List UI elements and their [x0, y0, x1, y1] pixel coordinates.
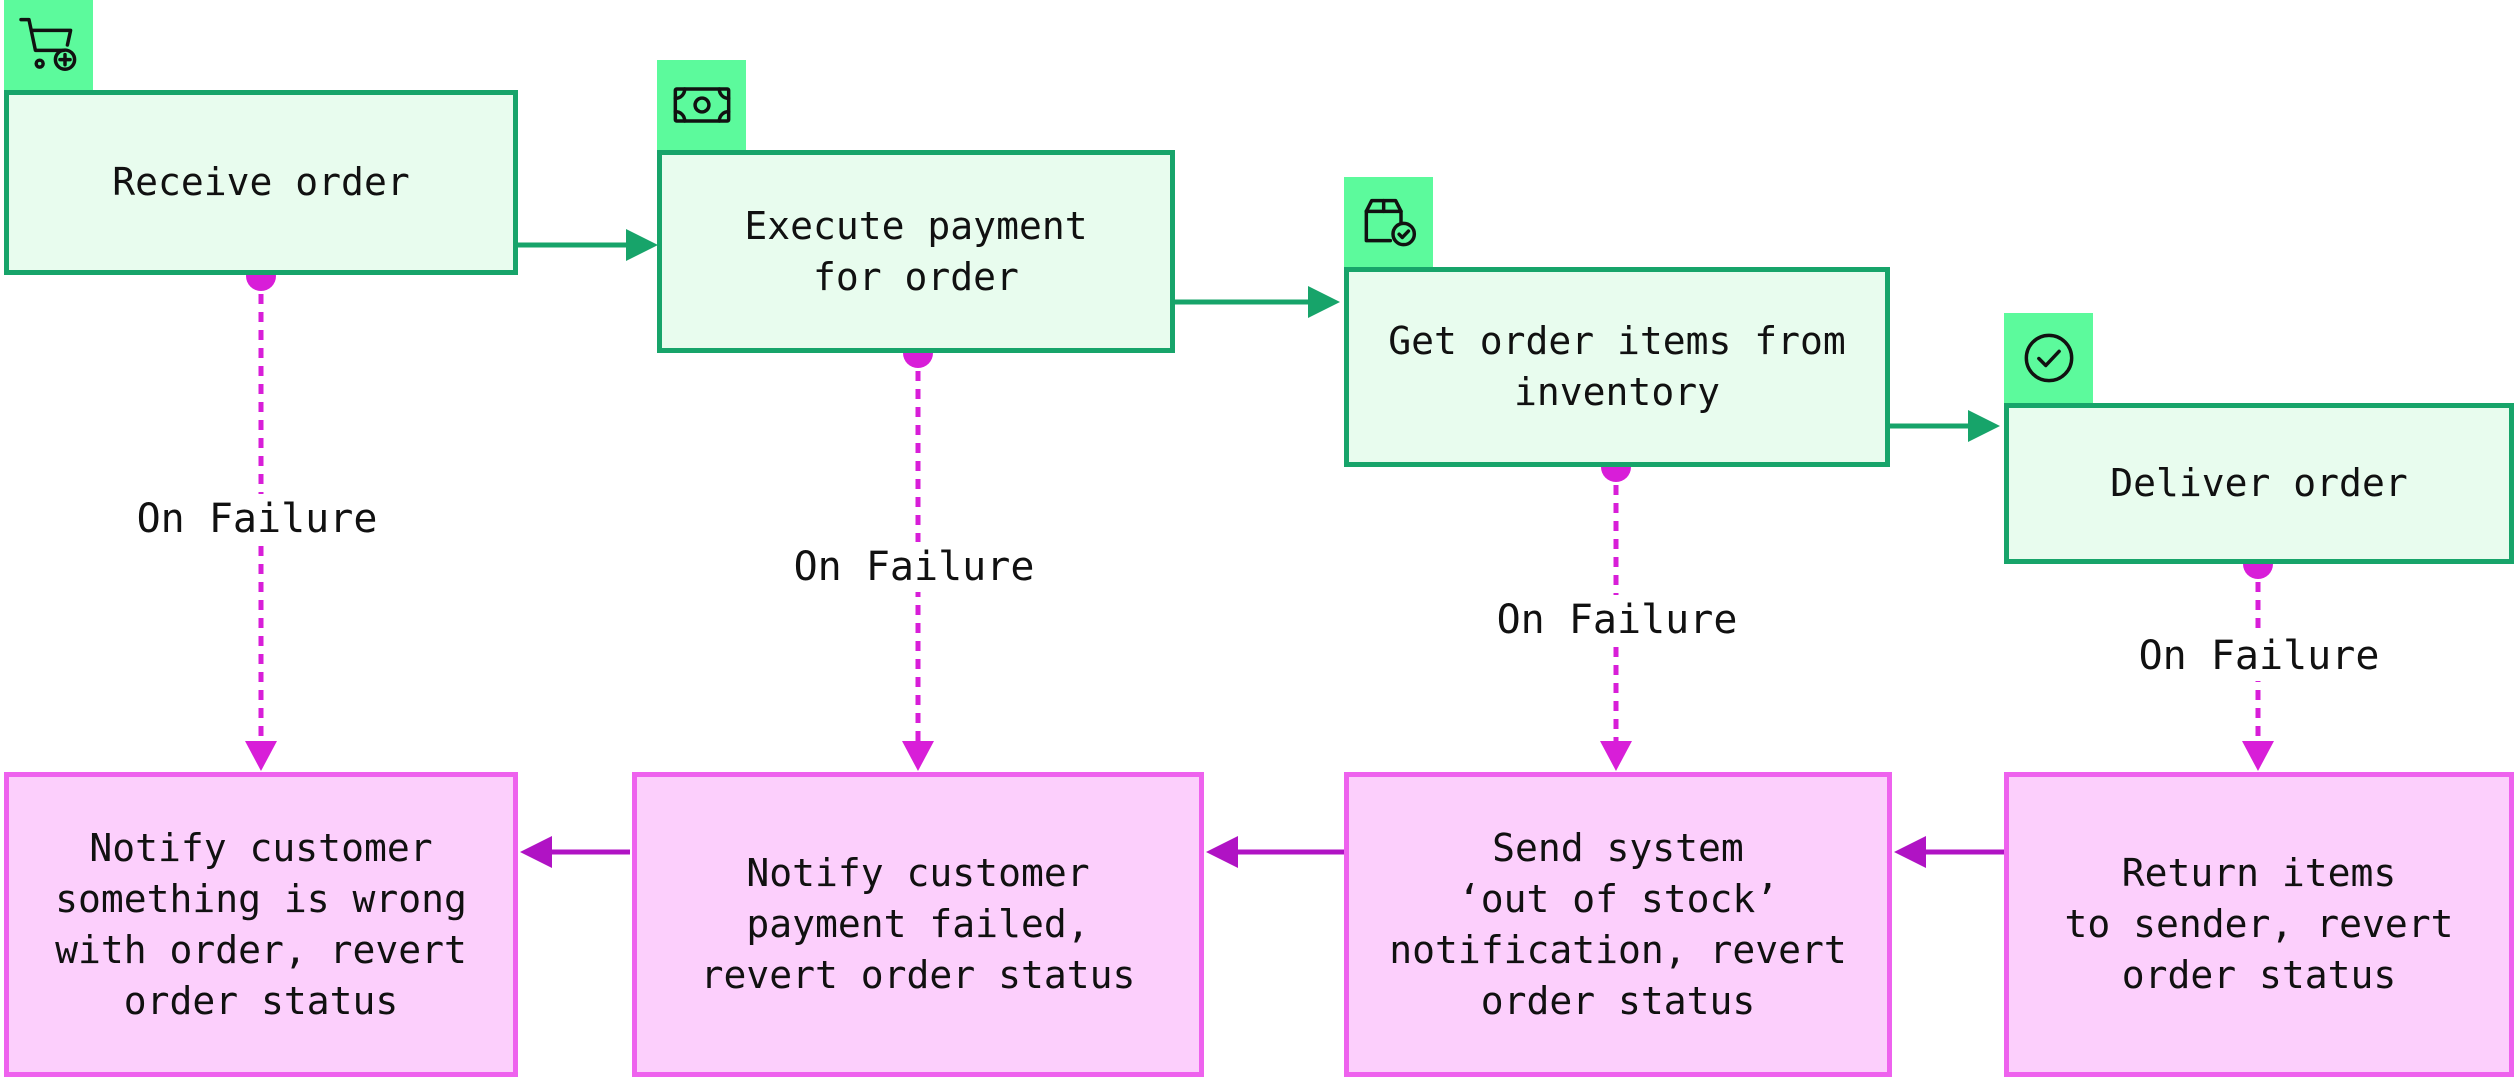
back-arrow-2 — [1206, 836, 1344, 868]
check-circle-icon — [2024, 333, 2073, 383]
compensation-notify-payment-failed: Notify customer payment failed, revert o… — [632, 772, 1204, 1077]
payment-icon-tab — [657, 60, 746, 150]
on-failure-label-1: On Failure — [132, 494, 382, 544]
step-receive-order: Receive order — [4, 90, 518, 275]
forward-arrow-2 — [1174, 286, 1340, 318]
step-get-inventory: Get order items from inventory — [1344, 267, 1890, 467]
deliver-icon-tab — [2004, 313, 2093, 403]
forward-arrow-1 — [516, 229, 658, 261]
on-failure-label-3: On Failure — [1492, 595, 1742, 645]
step-execute-payment: Execute payment for order — [657, 150, 1175, 353]
compensation-notify-order-problem: Notify customer something is wrong with … — [4, 772, 518, 1077]
back-arrow-1 — [520, 836, 630, 868]
back-arrow-3 — [1894, 836, 2004, 868]
receive-order-icon-tab — [4, 0, 93, 90]
compensation-return-items: Return items to sender, revert order sta… — [2004, 772, 2514, 1077]
banknote-icon — [673, 87, 730, 123]
on-failure-label-4: On Failure — [2134, 631, 2384, 681]
compensation-out-of-stock: Send system ‘out of stock’ notification,… — [1344, 772, 1892, 1077]
package-check-icon — [1364, 198, 1416, 247]
step-deliver-order: Deliver order — [2004, 403, 2514, 564]
inventory-icon-tab — [1344, 177, 1433, 267]
on-failure-label-2: On Failure — [789, 542, 1039, 592]
forward-arrow-3 — [1888, 410, 2000, 442]
shopping-cart-add-icon — [18, 17, 76, 71]
